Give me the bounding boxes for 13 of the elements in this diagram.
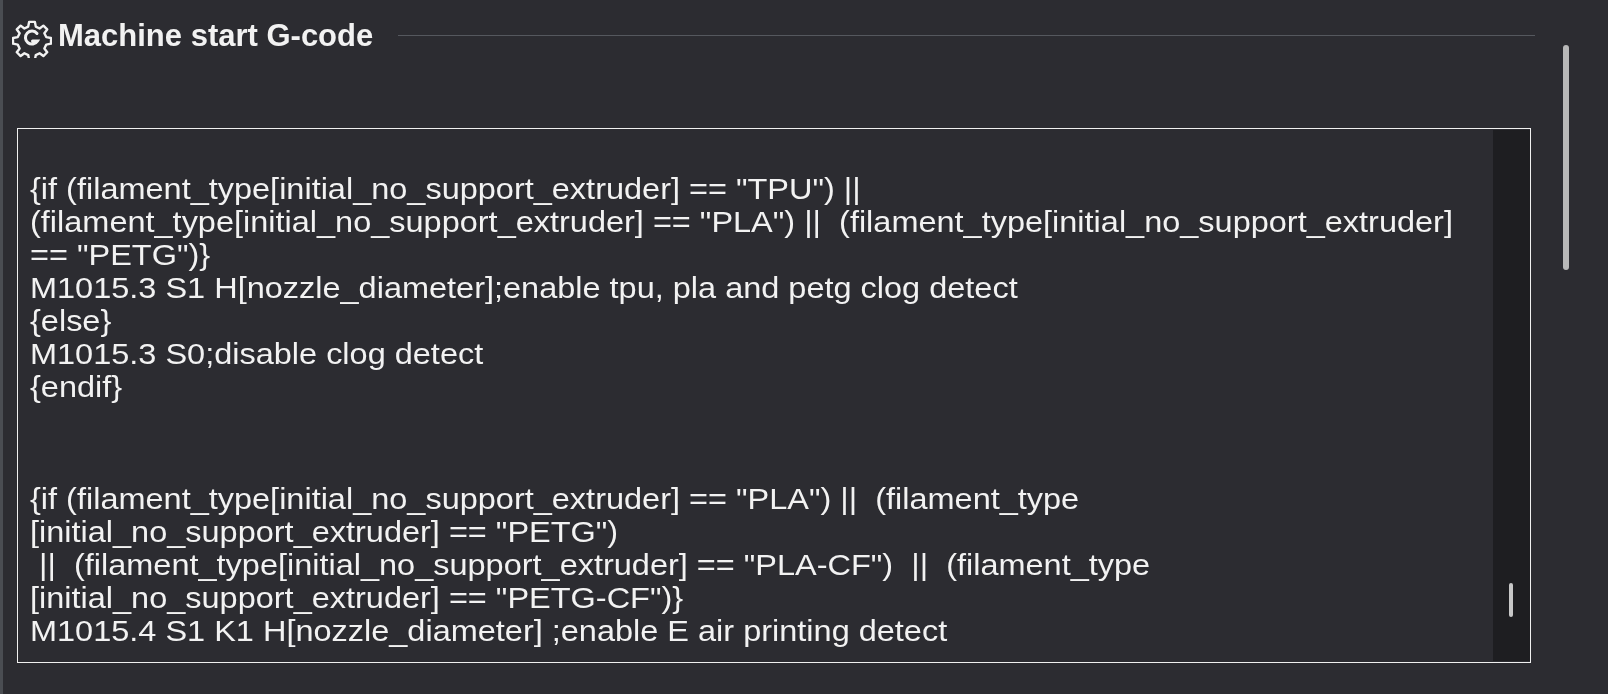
code-line: == "PETG")}	[30, 239, 211, 272]
code-line: {endif}	[30, 371, 123, 404]
code-line: [initial_no_support_extruder] == "PETG-CF")}	[30, 582, 684, 615]
code-line: (filament_type[initial_no_support_extruder] == "PLA") || (filament_type[initial_no_support_extruder]	[30, 206, 1453, 239]
code-line: M1015.3 S0;disable clog detect	[30, 338, 484, 371]
code-line: {else}	[30, 305, 112, 338]
code-line: {if (filament_type[initial_no_support_extruder] == "PLA") || (filament_type	[30, 483, 1080, 516]
code-line: [initial_no_support_extruder] == "PETG")	[30, 516, 619, 549]
code-line: {if (filament_type[initial_no_support_extruder] == "TPU") ||	[30, 173, 861, 206]
code-line: || (filament_type[initial_no_support_extruder] == "PLA-CF") || (filament_type	[38, 549, 1151, 582]
code-line: M1015.3 S1 H[nozzle_diameter];enable tpu, pla and petg clog detect	[30, 272, 1018, 305]
code-line: M1015.4 S1 K1 H[nozzle_diameter] ;enable E air printing detect	[30, 615, 948, 648]
section-heading: Machine start G-code	[58, 17, 374, 55]
